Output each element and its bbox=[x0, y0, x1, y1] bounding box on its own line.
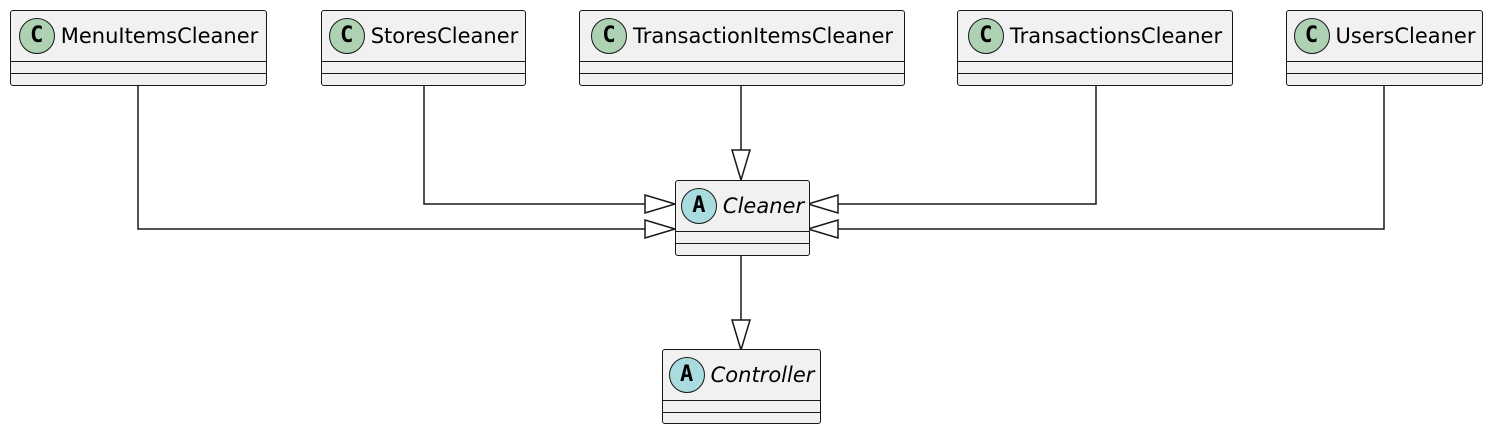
class-transactionitemscleaner[interactable]: C TransactionItemsCleaner bbox=[579, 10, 905, 86]
class-controller[interactable]: A Controller bbox=[662, 349, 821, 424]
class-name: StoresCleaner bbox=[370, 23, 519, 48]
attributes-divider bbox=[11, 61, 266, 62]
methods-divider bbox=[1287, 73, 1482, 74]
class-stereotype-icon: C bbox=[967, 17, 1004, 54]
class-name: Controller bbox=[710, 362, 815, 387]
class-name: Cleaner bbox=[722, 193, 805, 218]
edge-stores-to-cleaner bbox=[423, 86, 645, 205]
class-cleaner[interactable]: A Cleaner bbox=[675, 180, 810, 256]
class-name: TransactionsCleaner bbox=[1009, 23, 1223, 48]
methods-divider bbox=[322, 73, 525, 74]
class-userscleaner[interactable]: C UsersCleaner bbox=[1286, 10, 1483, 86]
methods-divider bbox=[663, 412, 820, 413]
edge-users-to-cleaner bbox=[838, 86, 1385, 230]
arrowhead-transactionitems bbox=[730, 149, 752, 183]
arrowhead-stores bbox=[644, 193, 678, 215]
attributes-divider bbox=[322, 61, 525, 62]
edge-menuitems-to-cleaner bbox=[137, 86, 645, 230]
methods-divider bbox=[958, 73, 1232, 74]
arrowhead-users bbox=[805, 218, 839, 240]
arrowhead-cleaner bbox=[730, 319, 752, 353]
attributes-divider bbox=[958, 61, 1232, 62]
class-stereotype-icon: C bbox=[1293, 17, 1330, 54]
edge-transactions-to-cleaner bbox=[838, 86, 1097, 205]
abstract-stereotype-icon: A bbox=[680, 187, 717, 224]
abstract-stereotype-icon: A bbox=[668, 356, 705, 393]
class-stereotype-icon: C bbox=[328, 17, 365, 54]
class-name: MenuItemsCleaner bbox=[60, 23, 259, 48]
attributes-divider bbox=[1287, 61, 1482, 62]
methods-divider bbox=[11, 73, 266, 74]
class-name: TransactionItemsCleaner bbox=[632, 23, 894, 48]
attributes-divider bbox=[676, 231, 809, 232]
methods-divider bbox=[580, 73, 904, 74]
arrowhead-transactions bbox=[805, 193, 839, 215]
class-storescleaner[interactable]: C StoresCleaner bbox=[321, 10, 526, 86]
class-stereotype-icon: C bbox=[590, 17, 627, 54]
attributes-divider bbox=[663, 400, 820, 401]
arrowhead-menuitems bbox=[644, 218, 678, 240]
class-name: UsersCleaner bbox=[1335, 23, 1476, 48]
class-transactionscleaner[interactable]: C TransactionsCleaner bbox=[957, 10, 1233, 86]
class-menuitemscleaner[interactable]: C MenuItemsCleaner bbox=[10, 10, 267, 86]
attributes-divider bbox=[580, 61, 904, 62]
class-stereotype-icon: C bbox=[18, 17, 55, 54]
methods-divider bbox=[676, 243, 809, 244]
